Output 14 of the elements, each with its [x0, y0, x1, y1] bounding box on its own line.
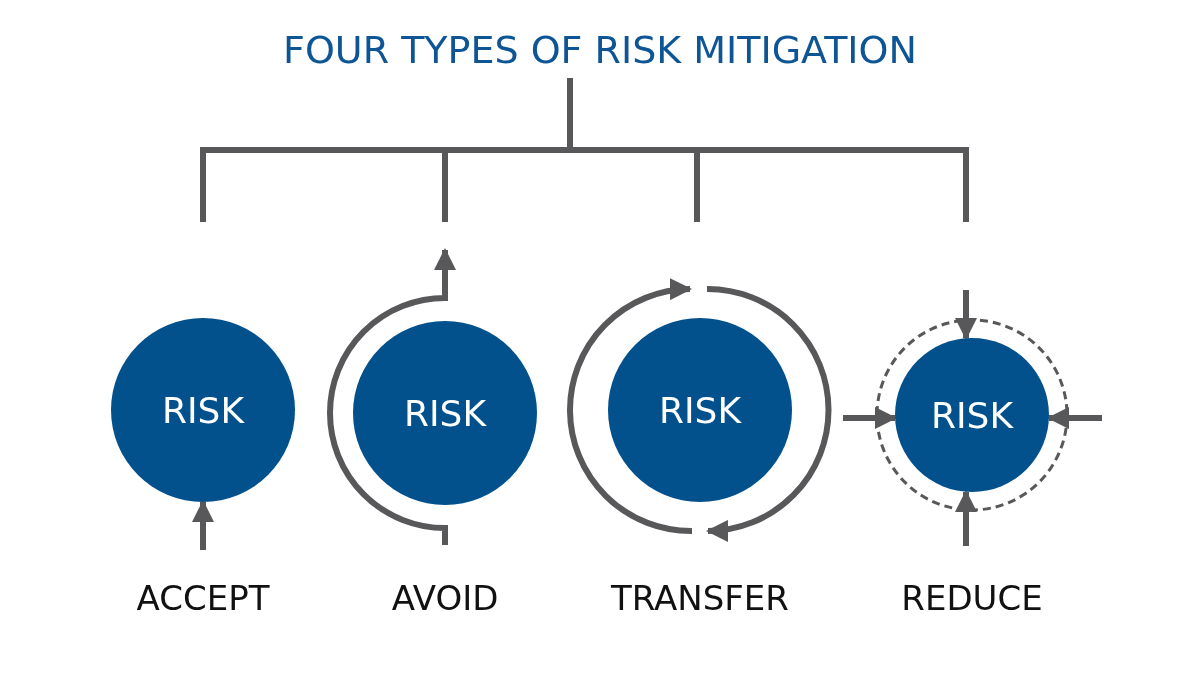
category-label: AVOID: [390, 578, 500, 618]
arrow: [843, 407, 897, 429]
category-label: REDUCE: [900, 578, 1044, 618]
arrow: [955, 490, 977, 546]
arrow: [1047, 407, 1102, 429]
risk-circle: RISK: [895, 338, 1049, 492]
category-label: TRANSFER: [610, 578, 790, 618]
risk-circle: RISK: [353, 321, 537, 505]
arrow: [192, 500, 214, 550]
category-label: ACCEPT: [135, 578, 271, 618]
risk-circle: RISK: [608, 318, 792, 502]
risk-circle: RISK: [111, 318, 295, 502]
arrow: [955, 290, 977, 340]
title: FOUR TYPES OF RISK MITIGATION: [282, 28, 918, 72]
